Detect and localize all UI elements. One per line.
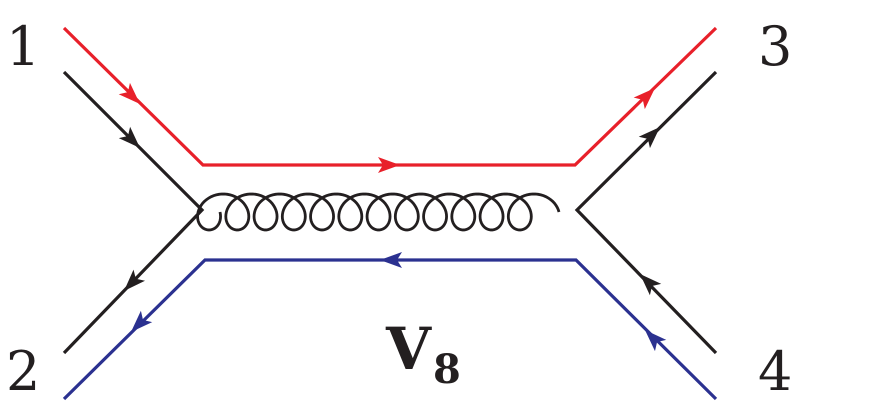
arrow-blue-middle xyxy=(380,252,402,268)
particle-label-2: 2 xyxy=(6,340,41,403)
particle-label-1: 1 xyxy=(6,15,41,78)
vertex-title: V8 xyxy=(386,320,461,390)
gluon-coil xyxy=(196,192,561,232)
arrow-black-left-upper xyxy=(118,126,140,148)
arrow-blue-left xyxy=(131,310,153,332)
arrow-red-left xyxy=(118,82,140,104)
arrow-red-middle xyxy=(378,157,400,173)
arrow-blue-right xyxy=(645,330,667,352)
arrow-red-right xyxy=(633,88,655,110)
arrow-black-right-upper xyxy=(638,127,660,149)
vertex-title-main: V xyxy=(386,315,432,383)
arrow-black-left-lower xyxy=(124,269,146,291)
arrowheads xyxy=(118,82,667,352)
particle-label-3: 3 xyxy=(758,15,793,78)
black-line-right xyxy=(574,70,718,355)
arrow-black-right-lower xyxy=(640,274,662,296)
red-line-top xyxy=(62,26,718,167)
vertex-title-subscript: 8 xyxy=(433,346,461,393)
particle-label-4: 4 xyxy=(758,340,793,403)
black-line-left xyxy=(62,70,205,355)
